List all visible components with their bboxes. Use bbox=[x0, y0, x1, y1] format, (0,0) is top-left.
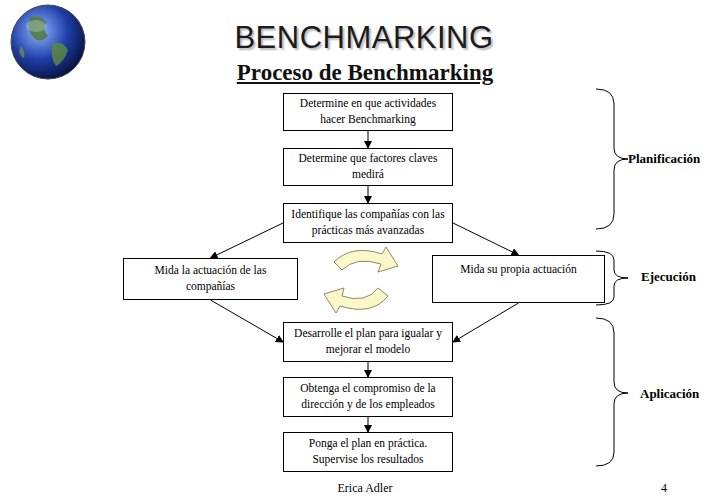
box-text: Mida su propia actuación bbox=[460, 262, 577, 278]
page-number: 4 bbox=[661, 481, 667, 496]
phase-label: Ejecución bbox=[641, 269, 696, 285]
cycle-arrows bbox=[324, 247, 398, 313]
process-box: Obtenga el compromiso de la dirección y … bbox=[283, 377, 453, 417]
box-text: Ponga el plan en práctica. Supervise los… bbox=[290, 436, 446, 467]
process-box: Mida su propia actuación bbox=[432, 255, 605, 303]
slide-title: BENCHMARKING bbox=[0, 20, 728, 56]
box-text-group: Desarrolle el plan para igualar y mejora… bbox=[290, 326, 446, 357]
box-text-group: Mida su propia actuación bbox=[460, 262, 577, 278]
connector-arrow bbox=[368, 362, 369, 377]
connector-arrow bbox=[211, 223, 284, 258]
process-box: Ponga el plan en práctica. Supervise los… bbox=[283, 432, 453, 472]
box-text: Identifique las compañías con las prácti… bbox=[290, 207, 446, 238]
process-box: Identifique las compañías con las prácti… bbox=[283, 203, 453, 243]
box-text: Mida la actuación de las compañías bbox=[130, 263, 291, 294]
process-box: Mida la actuación de las compañías bbox=[123, 258, 298, 300]
box-text: Determine en que actividades hacer Bench… bbox=[290, 96, 446, 127]
phase-label: Planificación bbox=[628, 151, 700, 167]
box-text-group: Identifique las compañías con las prácti… bbox=[290, 207, 446, 238]
box-text-group: Determine en que actividades hacer Bench… bbox=[290, 96, 446, 127]
box-text: Determine que factores claves medirá bbox=[290, 151, 446, 182]
connector-arrow bbox=[453, 223, 519, 255]
connector-arrow bbox=[368, 186, 369, 203]
author-footer: Erica Adler bbox=[315, 481, 415, 496]
box-text-group: Ponga el plan en práctica. Supervise los… bbox=[290, 436, 446, 467]
phase-label: Aplicación bbox=[640, 386, 699, 402]
connector-arrow bbox=[368, 131, 369, 148]
connector-arrow bbox=[453, 303, 519, 342]
connector-arrow bbox=[368, 417, 369, 432]
process-box: Determine en que actividades hacer Bench… bbox=[283, 93, 453, 131]
box-text-group: Determine que factores claves medirá bbox=[290, 151, 446, 182]
globe-icon bbox=[11, 5, 85, 79]
box-text: Obtenga el compromiso de la dirección y … bbox=[290, 381, 446, 412]
process-box: Desarrolle el plan para igualar y mejora… bbox=[283, 322, 453, 362]
box-text: Desarrolle el plan para igualar y mejora… bbox=[290, 326, 446, 357]
connector-arrow bbox=[211, 300, 284, 342]
box-text-group: Mida la actuación de las compañías bbox=[130, 263, 291, 294]
box-text-group: Obtenga el compromiso de la dirección y … bbox=[290, 381, 446, 412]
process-box: Determine que factores claves medirá bbox=[283, 148, 453, 186]
subtitle: Proceso de Benchmarking bbox=[205, 60, 525, 86]
